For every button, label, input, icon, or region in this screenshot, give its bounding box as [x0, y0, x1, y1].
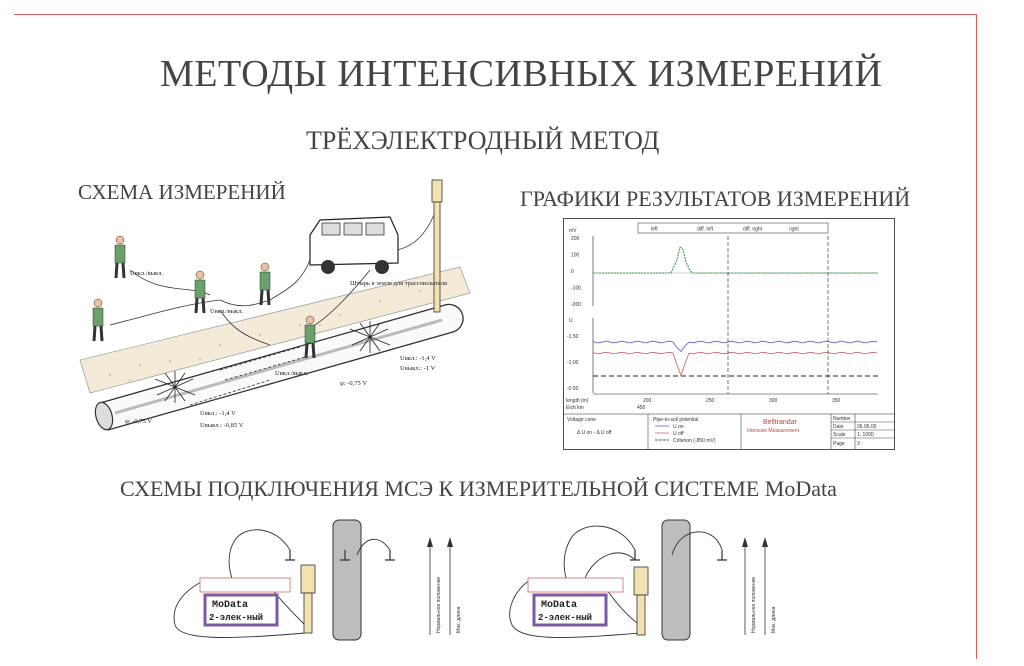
measurement-cables: [109, 214, 435, 346]
upper-tick-4: -200: [571, 302, 581, 308]
legend-item-0: left: [651, 227, 658, 233]
footer-voltage-formula: Δ U on - Δ U off: [577, 430, 612, 436]
x-label-length: length (m): [566, 398, 589, 404]
u-label-2: Uвкл./выкл.: [210, 308, 243, 315]
footer-pipe-to-soil: Pipe-to-soil potential: [653, 417, 698, 423]
footer-page-label: Page: [833, 441, 845, 447]
phi-label-1: φ: -0,75 V: [340, 380, 367, 387]
current-bursts: [154, 321, 391, 403]
u-off-label-1: Uвыкл.: -1 V: [400, 365, 436, 372]
upper-tick-2: 0: [571, 269, 574, 275]
footer-scale-label: Scale: [833, 432, 846, 438]
lower-tick-1: -1.00: [567, 360, 579, 366]
graph-legend: [637, 222, 829, 234]
current-arrows: [189, 346, 306, 406]
measurement-graph-panel: left diff. left diff. right right mV 200 100…: [563, 218, 895, 450]
connection-wires: [509, 525, 723, 638]
footer-voltage-cone: Voltage cone: [567, 417, 596, 423]
x-tick-1: 250: [706, 398, 715, 404]
pipe-section: [332, 519, 362, 641]
footer-u-off: U off: [673, 431, 684, 437]
survey-van: [309, 216, 399, 274]
u-on-label-2: Uвкл.: -1,4 V: [200, 410, 236, 417]
footer-number-label: Number: [833, 416, 851, 422]
x-sub-tick: 450: [637, 405, 646, 411]
modata-device: MoData 2-элек-ный: [527, 577, 624, 627]
electrode: [300, 564, 316, 634]
axis-label-2: Мах. длина: [771, 606, 777, 633]
connection-scheme-right: MoData 2-элек-ный Нормальное положение М…: [509, 519, 777, 641]
graph-footer: Voltage cone Δ U on - Δ U off Pipe-to-so…: [563, 413, 895, 449]
footer-u-on: U on: [673, 424, 684, 430]
connection-heading: СХЕМЫ ПОДКЛЮЧЕНИЯ МСЭ К ИЗМЕРИТЕЛЬНОЙ СИ…: [120, 476, 837, 501]
lower-plot: U -1.50 -1.00 -0.50: [567, 318, 878, 393]
blue-curve: [592, 340, 878, 353]
u-off-label-2: Uвыкл.: -0,85 V: [200, 422, 244, 429]
lower-tick-2: -0.50: [567, 386, 579, 392]
connection-scheme-left: MoData 2-элек-ный Нормальное положение М…: [173, 519, 462, 641]
device-mode: 2-элек-ный: [538, 613, 592, 623]
axis-label-1: Нормальное положение: [436, 577, 442, 633]
footer-date-label: Date: [833, 424, 844, 430]
x-tick-3: 350: [832, 398, 841, 404]
lower-y-label: U: [569, 318, 573, 324]
graph-legend-items: left diff. left diff. right right: [651, 227, 799, 233]
x-tick-2: 300: [769, 398, 778, 404]
footer-company: Belltrandar: [763, 419, 798, 426]
footer-scale-value: 1: 1000: [857, 432, 874, 438]
pipe-section: [661, 519, 691, 641]
u-on-label-1: Uвкл.: -1,4 V: [400, 355, 436, 362]
footer-date-value: 06.06.00: [857, 424, 877, 430]
upper-tick-3: -100: [571, 286, 581, 292]
page-title: МЕТОДЫ ИНТЕНСИВНЫХ ИЗМЕРЕНИЙ: [160, 53, 883, 95]
electrode: [633, 566, 649, 636]
footer-page-value: 3: [857, 441, 860, 447]
x-tick-0: 200: [643, 398, 652, 404]
device-name: MoData: [541, 600, 577, 611]
legend-item-1: diff. left: [697, 227, 714, 233]
measurement-scheme-illustration: Штырь в земле для трассоискателя Uвкл./в…: [79, 179, 471, 431]
axis-label-1: Нормальное положение: [751, 577, 757, 633]
upper-plot: mV 200 100 0 -100 -200: [569, 228, 878, 308]
graphs-heading: ГРАФИКИ РЕЗУЛЬТАТОВ ИЗМЕРЕНИЙ: [520, 186, 911, 211]
pin-label: Штырь в земле для трассоискателя: [350, 280, 447, 287]
ground-strip: [79, 266, 471, 394]
phi-label-2: φ: -0,75 V: [125, 418, 152, 425]
green-curve: [593, 246, 878, 274]
red-curve: [592, 351, 878, 377]
lower-tick-0: -1.50: [567, 334, 579, 340]
page-subtitle: ТРЁХЭЛЕКТРОДНЫЙ МЕТОД: [306, 126, 660, 155]
footer-method: Intensive Measurement: [747, 428, 800, 434]
ground-pin: [431, 179, 443, 313]
device-mode: 2-элек-ный: [209, 613, 263, 623]
axis-arrows: Нормальное положение Мах. длина: [742, 537, 777, 635]
legend-item-2: diff. right: [743, 227, 763, 233]
scheme-heading: СХЕМА ИЗМЕРЕНИЙ: [78, 180, 286, 204]
device-name: MoData: [212, 600, 248, 611]
workers: [92, 235, 316, 359]
u-label-3: Uвкл./выкл.: [275, 370, 308, 377]
modata-device: MoData 2-элек-ный: [199, 577, 291, 627]
upper-tick-0: 200: [571, 236, 580, 242]
legend-item-3: right: [789, 227, 799, 233]
axis-arrows: Нормальное положение Мах. длина: [427, 537, 462, 635]
x-label-km: Eich km: [566, 405, 584, 411]
upper-y-unit: mV: [569, 228, 577, 234]
u-label-1: Uвкл./выкл.: [130, 270, 163, 277]
upper-tick-1: 100: [571, 253, 580, 259]
footer-criterion: Criterion (-850 mV): [673, 438, 716, 444]
axis-label-2: Мах. длина: [456, 606, 462, 633]
